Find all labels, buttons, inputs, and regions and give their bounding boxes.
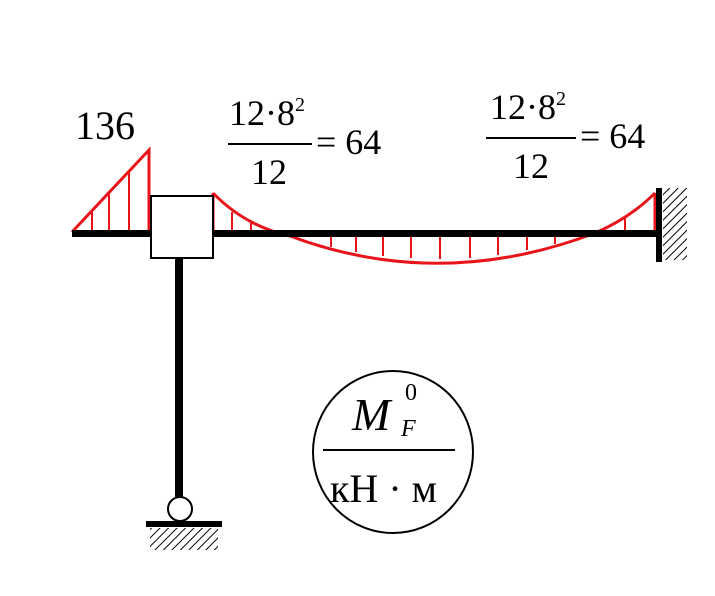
span1-numerator-base: 12·8 [229, 93, 295, 133]
span1-numerator-exponent: 2 [295, 94, 305, 116]
cantilever-value-label: 136 [75, 103, 135, 148]
span2-result: = 64 [580, 116, 646, 156]
span2-moment-curve [289, 231, 596, 265]
rigid-joint-block [150, 195, 214, 259]
hatched-wall-icon [656, 188, 687, 262]
span1-numerator: 12·82 [229, 95, 305, 131]
legend-badge [312, 370, 474, 534]
span2-numerator-base: 12·8 [490, 87, 556, 127]
span1-result: = 64 [316, 122, 382, 162]
span2-numerator-exponent: 2 [556, 88, 566, 110]
column [175, 256, 183, 500]
legend-units: кН · м [330, 466, 437, 511]
roller-circle-icon [146, 496, 222, 550]
beam [72, 230, 660, 237]
cantilever-moment-ordinates [91, 171, 130, 232]
legend-symbol: M [352, 389, 391, 440]
span2-moment-ordinates [330, 236, 556, 259]
frame-structure [72, 195, 660, 500]
span2-denominator: 12 [513, 146, 549, 186]
span1-denominator: 12 [251, 152, 287, 192]
legend-superscript: 0 [405, 380, 417, 406]
legend-subscript: F [401, 416, 416, 442]
span2-numerator: 12·82 [490, 89, 566, 125]
cantilever-moment-outline [70, 146, 151, 234]
